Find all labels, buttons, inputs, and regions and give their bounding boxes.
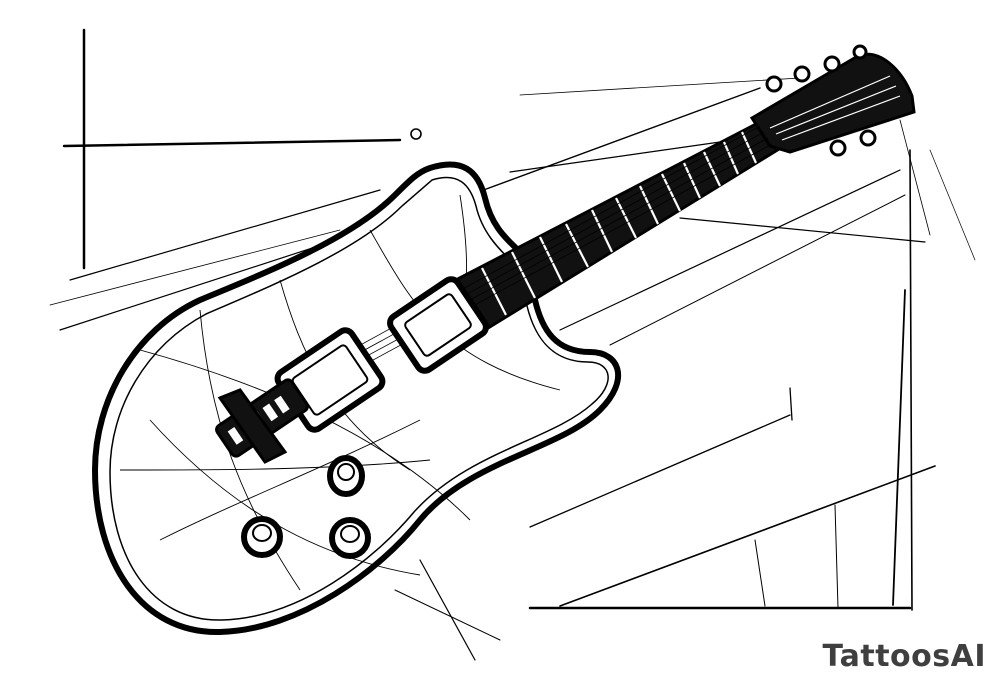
guitar-headstock xyxy=(749,44,916,157)
sketch-construction-lines xyxy=(49,28,976,661)
neck-pickup xyxy=(387,276,489,374)
tone-knob xyxy=(241,516,283,558)
guitar-bridge xyxy=(215,378,309,464)
control-knobs xyxy=(241,455,371,559)
tuning-pegs xyxy=(765,44,877,157)
watermark-logo: TattoosAI xyxy=(822,639,986,674)
tone-knob-2 xyxy=(329,517,371,559)
guitar-neck xyxy=(449,120,787,330)
volume-knob xyxy=(327,455,365,497)
